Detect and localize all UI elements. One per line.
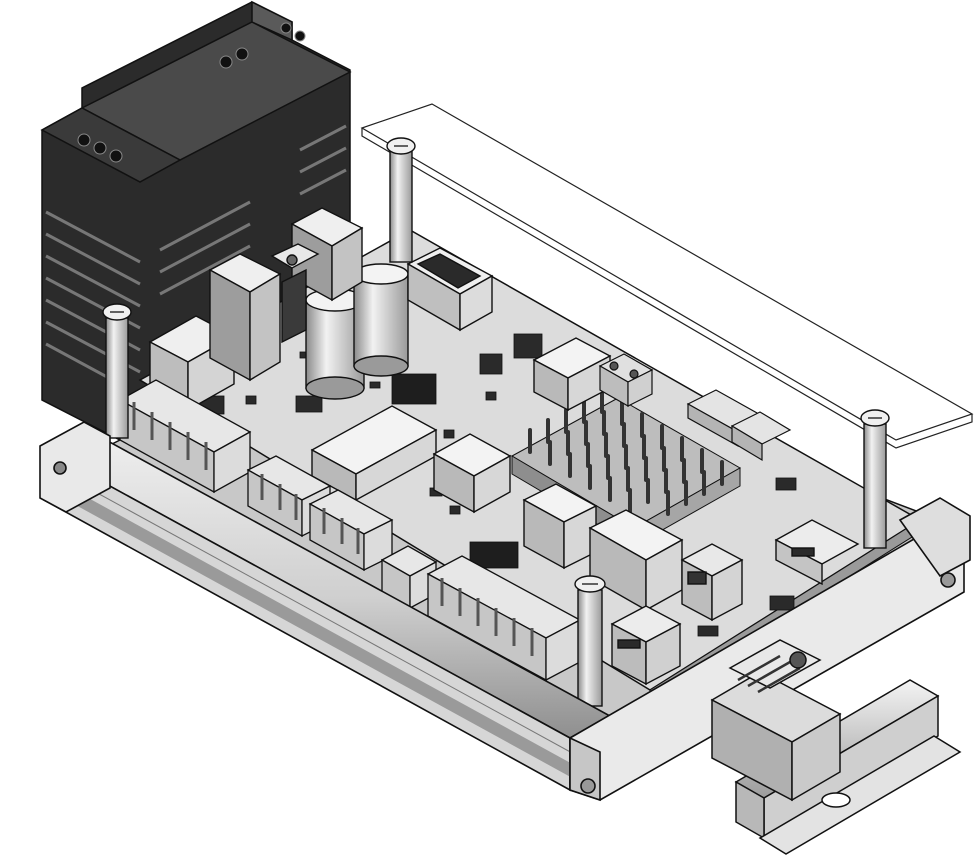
relay-2 [432, 433, 512, 514]
standoff-right [860, 409, 890, 549]
voltage-regulator [270, 243, 320, 344]
rj45-jack [680, 543, 744, 622]
standoff-front [574, 575, 606, 707]
terminal-block-2 [246, 455, 332, 538]
standoffs [102, 137, 890, 707]
din-rail-clip [710, 639, 842, 802]
heatsink-fins [528, 388, 724, 516]
standoff-back [386, 137, 416, 263]
cover-outline [360, 103, 974, 449]
relay-3 [522, 483, 598, 570]
relays [310, 337, 684, 612]
box-component-c [290, 207, 364, 302]
psu-terminal-holes [77, 22, 306, 163]
standoff-left [102, 303, 132, 439]
terminal-block-1 [118, 379, 252, 494]
electrolytic-capacitors [305, 263, 409, 400]
terminal-block-5 [426, 555, 582, 682]
transformer [406, 247, 494, 332]
usb-port-1 [774, 519, 860, 586]
usb-port-2 [610, 605, 682, 686]
terminal-blocks [118, 379, 582, 682]
box-component-b [208, 253, 282, 382]
power-components [148, 207, 364, 412]
terminal-block-3 [308, 489, 394, 572]
housing-profile [39, 421, 971, 802]
capacitor-2 [353, 263, 409, 377]
pin-headers [686, 389, 792, 462]
usb-ports [610, 519, 860, 686]
heatsink [510, 388, 742, 547]
screw-terminal-small [598, 353, 654, 408]
